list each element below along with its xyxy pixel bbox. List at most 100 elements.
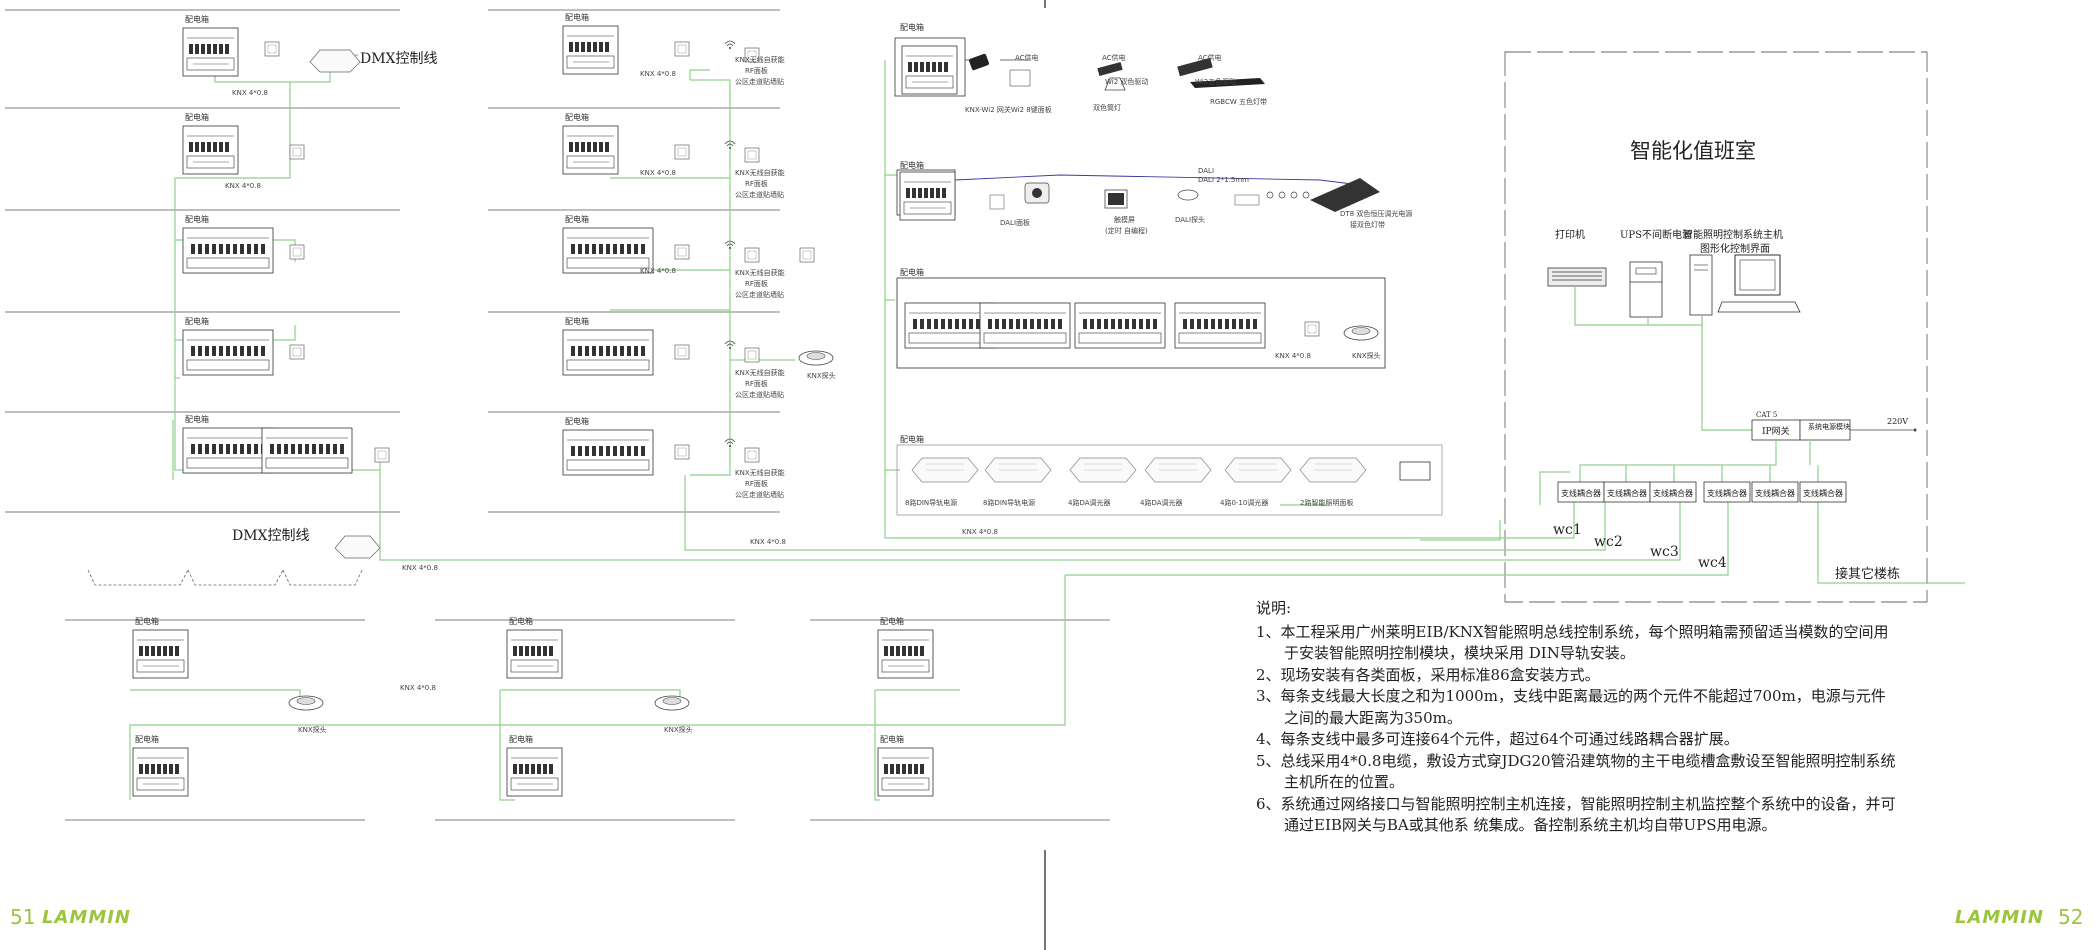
svg-text:支线耦合器: 支线耦合器 xyxy=(1561,488,1601,498)
svg-text:公区走道贴墙贴: 公区走道贴墙贴 xyxy=(735,290,784,299)
svg-text:公区走道贴墙贴: 公区走道贴墙贴 xyxy=(735,77,784,86)
svg-text:KNX探头: KNX探头 xyxy=(1352,351,1381,360)
svg-text:KNX 4*0.8: KNX 4*0.8 xyxy=(1275,352,1311,360)
svg-text:2路智能照明面板: 2路智能照明面板 xyxy=(1300,498,1353,507)
svg-text:RF面板: RF面板 xyxy=(745,479,768,488)
svg-text:(定时 自编程): (定时 自编程) xyxy=(1105,226,1148,235)
svg-text:Wi2 双色驱动: Wi2 双色驱动 xyxy=(1105,77,1148,86)
ups-label: UPS不间断电源 xyxy=(1620,228,1692,241)
right-page-number: 52 xyxy=(2058,905,2084,929)
right-brand-logo: LAMMIN xyxy=(1955,907,2044,928)
svg-text:KNX 4*0.8: KNX 4*0.8 xyxy=(640,169,676,177)
ip-gateway-label: IP网关 xyxy=(1762,425,1790,437)
svg-text:RF面板: RF面板 xyxy=(745,179,768,188)
svg-text:wc4: wc4 xyxy=(1698,555,1727,571)
svg-text:KNX探头: KNX探头 xyxy=(807,371,836,380)
svg-text:RF面板: RF面板 xyxy=(745,379,768,388)
wireless-panel-captions: KNX无线自获能 RF面板 公区走道贴墙贴 KNX无线自获能 RF面板 公区走道… xyxy=(735,55,785,499)
svg-text:触摸屏: 触摸屏 xyxy=(1114,215,1135,224)
svg-text:KNX无线自获能: KNX无线自获能 xyxy=(735,368,785,377)
svg-text:RF面板: RF面板 xyxy=(745,279,768,288)
svg-text:RGBCW 五色灯带: RGBCW 五色灯带 xyxy=(1210,97,1267,106)
cat5-label: CAT 5 xyxy=(1756,411,1777,419)
svg-text:配电箱: 配电箱 xyxy=(135,734,159,744)
svg-text:配电箱: 配电箱 xyxy=(185,14,209,24)
panel-cluster xyxy=(904,302,1266,349)
control-room-title: 智能化值班室 xyxy=(1630,139,1756,163)
knx-sensor-labels: KNX探头 KNX探头 KNX探头 KNX探头 xyxy=(298,351,1381,734)
power-module-label: 系统电源模块 xyxy=(1808,422,1850,431)
svg-text:配电箱: 配电箱 xyxy=(565,316,589,326)
svg-text:支线耦合器: 支线耦合器 xyxy=(1803,488,1843,498)
svg-text:KNX探头: KNX探头 xyxy=(664,725,693,734)
svg-text:公区走道贴墙贴: 公区走道贴墙贴 xyxy=(735,490,784,499)
voltage-label: 220V xyxy=(1887,417,1908,426)
dali-labels: DALI面板 触摸屏 (定时 自编程) DALI探头 DALI DALI 2*1… xyxy=(1000,167,1412,235)
svg-text:8路DIN导轨电源: 8路DIN导轨电源 xyxy=(983,498,1035,507)
svg-text:支线耦合器: 支线耦合器 xyxy=(1755,488,1795,498)
host-computer-icon xyxy=(1689,254,1801,316)
svg-text:AC供电: AC供电 xyxy=(1102,53,1126,62)
svg-text:配电箱: 配电箱 xyxy=(185,414,209,424)
panel-labels: 配电箱 配电箱 配电箱 配电箱 配电箱 配电箱 配电箱 配电箱 配电箱 配电箱 … xyxy=(135,12,924,744)
dmx-label-bottom: DMX控制线 xyxy=(232,528,310,544)
svg-text:KNX探头: KNX探头 xyxy=(298,725,327,734)
host-sub-label: 图形化控制界面 xyxy=(1700,242,1770,255)
svg-text:配电箱: 配电箱 xyxy=(900,22,924,32)
knx-sensors xyxy=(288,325,1379,711)
ups-icon xyxy=(1629,261,1663,318)
svg-text:AC供电: AC供电 xyxy=(1198,53,1222,62)
note-item: 2、现场安装有各类面板，采用标准86盒安装方式。 xyxy=(1256,665,1600,684)
svg-text:KNX无线自获能: KNX无线自获能 xyxy=(735,55,785,64)
svg-text:配电箱: 配电箱 xyxy=(185,316,209,326)
svg-text:DALI探头: DALI探头 xyxy=(1175,215,1205,224)
gateway-devices xyxy=(969,53,1265,91)
svg-text:配电箱: 配电箱 xyxy=(900,434,924,444)
host-label: 智能照明控制系统主机 xyxy=(1683,228,1783,241)
svg-text:双色筒灯: 双色筒灯 xyxy=(1093,103,1121,112)
note-item: 5、总线采用4*0.8电缆，敷设方式穿JDG20管沿建筑物的主干电缆槽盒敷设至智… xyxy=(1256,751,1896,792)
svg-text:KNX 4*0.8: KNX 4*0.8 xyxy=(750,538,786,546)
printer-label: 打印机 xyxy=(1555,228,1585,241)
svg-text:DALI 2*1.5mm: DALI 2*1.5mm xyxy=(1198,176,1249,184)
svg-text:8路DIN导轨电源: 8路DIN导轨电源 xyxy=(905,498,957,507)
dali-devices xyxy=(989,178,1380,212)
control-room-border xyxy=(1504,51,1928,603)
driver-devices xyxy=(911,457,1431,483)
printer-icon xyxy=(1547,267,1607,287)
driver-labels: 8路DIN导轨电源 8路DIN导轨电源 4路DA调光器 4路DA调光器 4路0-… xyxy=(905,498,1353,507)
svg-text:KNX-Wi2 网关Wi2 8键面板: KNX-Wi2 网关Wi2 8键面板 xyxy=(965,105,1052,114)
svg-text:DALI面板: DALI面板 xyxy=(1000,218,1030,227)
svg-text:Wi2五色驱动: Wi2五色驱动 xyxy=(1195,77,1236,86)
coupler-labels: 支线耦合器 支线耦合器 支线耦合器 支线耦合器 支线耦合器 支线耦合器 xyxy=(1561,488,1843,498)
svg-text:KNX无线自获能: KNX无线自获能 xyxy=(735,168,785,177)
svg-text:KNX 4*0.8: KNX 4*0.8 xyxy=(962,528,998,536)
svg-text:配电箱: 配电箱 xyxy=(565,112,589,122)
svg-text:配电箱: 配电箱 xyxy=(565,416,589,426)
svg-text:wc2: wc2 xyxy=(1594,534,1623,550)
svg-text:接双色灯带: 接双色灯带 xyxy=(1350,220,1385,229)
knx-bus-labels: KNX 4*0.8 KNX 4*0.8 KNX 4*0.8 KNX 4*0.8 … xyxy=(225,70,1311,692)
svg-text:KNX无线自获能: KNX无线自获能 xyxy=(735,268,785,277)
svg-text:配电箱: 配电箱 xyxy=(509,734,533,744)
svg-text:公区走道贴墙贴: 公区走道贴墙贴 xyxy=(735,190,784,199)
svg-text:配电箱: 配电箱 xyxy=(135,616,159,626)
svg-text:公区走道贴墙贴: 公区走道贴墙贴 xyxy=(735,390,784,399)
svg-text:KNX无线自获能: KNX无线自获能 xyxy=(735,468,785,477)
svg-text:4路DA调光器: 4路DA调光器 xyxy=(1068,498,1111,507)
svg-text:支线耦合器: 支线耦合器 xyxy=(1653,488,1693,498)
power-terminal xyxy=(1913,428,1917,432)
note-item: 1、本工程采用广州莱明EIB/KNX智能照明总线控制系统，每个照明箱需预留适当模… xyxy=(1256,622,1889,663)
svg-text:配电箱: 配电箱 xyxy=(565,214,589,224)
svg-text:配电箱: 配电箱 xyxy=(880,734,904,744)
panel-cluster-box xyxy=(896,277,1386,369)
switch-icons xyxy=(264,41,815,463)
dmx-label-top: DMX控制线 xyxy=(360,51,438,67)
svg-text:4路0-10调光器: 4路0-10调光器 xyxy=(1220,498,1268,507)
svg-text:配电箱: 配电箱 xyxy=(185,112,209,122)
coupler-bus xyxy=(1480,440,1965,584)
notes-title: 说明: xyxy=(1256,599,1292,617)
left-panels xyxy=(132,25,934,797)
svg-text:KNX 4*0.8: KNX 4*0.8 xyxy=(225,182,261,190)
svg-text:支线耦合器: 支线耦合器 xyxy=(1707,488,1747,498)
